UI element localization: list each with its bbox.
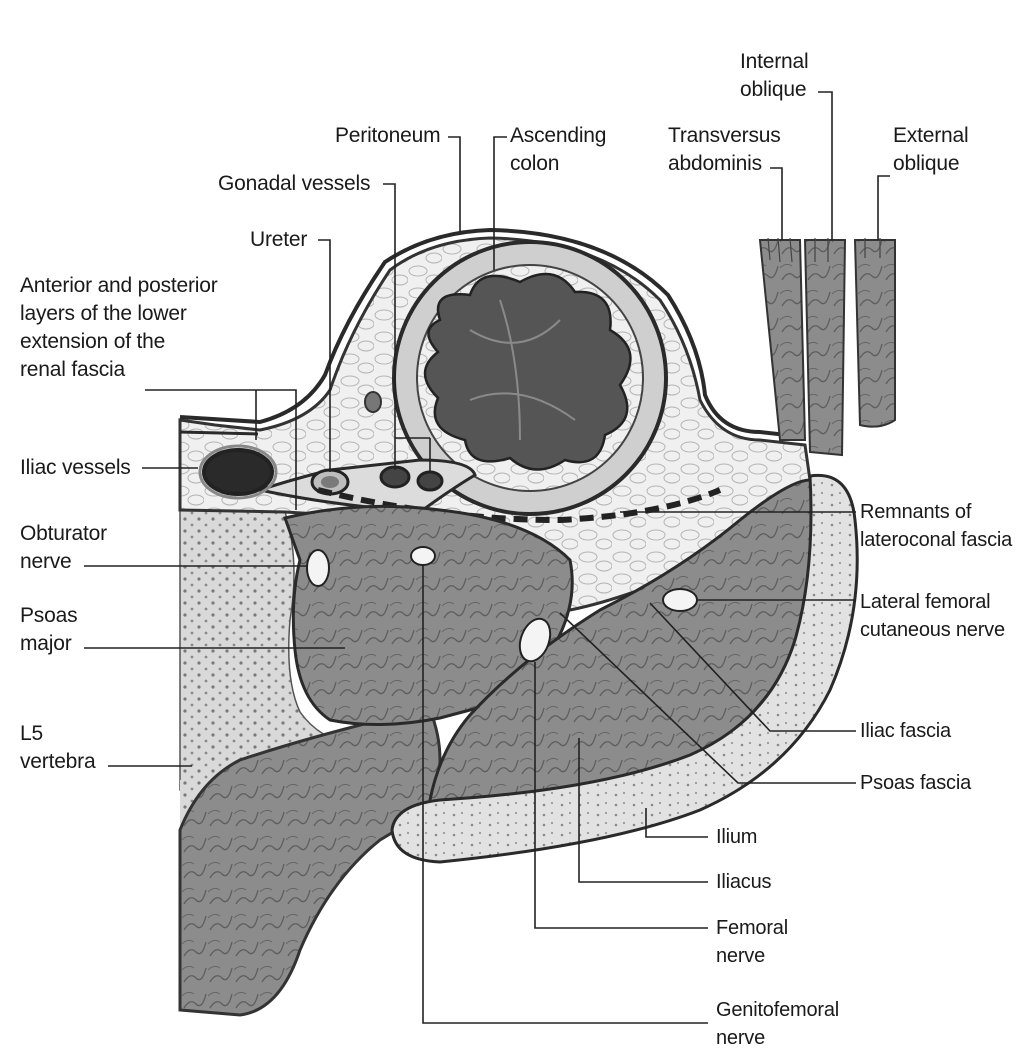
label-lateral-femoral-cutaneous-nerve: Lateral femoral cutaneous nerve [860,591,1005,641]
lower-muscle-shape [178,708,442,1017]
label-l5-vertebra: L5 vertebra [20,722,96,773]
transversus-abdominis-shape [758,239,807,441]
ilium-shape [390,473,859,864]
lateral-femoral-cutaneous-nerve-shape [662,588,698,612]
leader-lines [84,91,890,1024]
genitofemoral-nerve-shape [410,546,436,566]
iliac-vessels-shape [202,448,274,496]
internal-oblique-shape [803,239,847,457]
label-transversus-abdominis: Transversus abdominis [668,124,781,175]
label-gonadal-vessels: Gonadal vessels [218,172,371,195]
label-iliacus: Iliacus [716,871,772,893]
label-femoral-nerve: Femoral nerve [716,917,788,967]
label-ilium: Ilium [716,826,758,848]
label-ureter: Ureter [250,228,308,251]
label-genitofemoral-nerve: Genitofemoral nerve [716,999,840,1049]
label-psoas-fascia: Psoas fascia [860,772,971,794]
label-lateroconal-fascia: Remnants of lateroconal fascia [860,501,1013,551]
label-ascending-colon: Ascending colon [510,124,607,175]
label-iliac-vessels: Iliac vessels [20,456,131,479]
label-renal-fascia: Anterior and posterior layers of the low… [20,274,218,381]
label-external-oblique: External oblique [893,124,969,175]
label-internal-oblique: Internal oblique [740,50,809,101]
label-psoas-major: Psoas major [20,604,78,655]
peritoneum-line [179,227,806,439]
external-oblique-shape [853,239,896,428]
label-peritoneum: Peritoneum [335,124,441,147]
colon-lumen [423,272,632,471]
label-obturator-nerve: Obturator nerve [20,522,107,573]
femoral-nerve-shape [518,617,552,663]
obturator-nerve-shape [306,549,330,587]
label-iliac-fascia: Iliac fascia [860,720,951,742]
